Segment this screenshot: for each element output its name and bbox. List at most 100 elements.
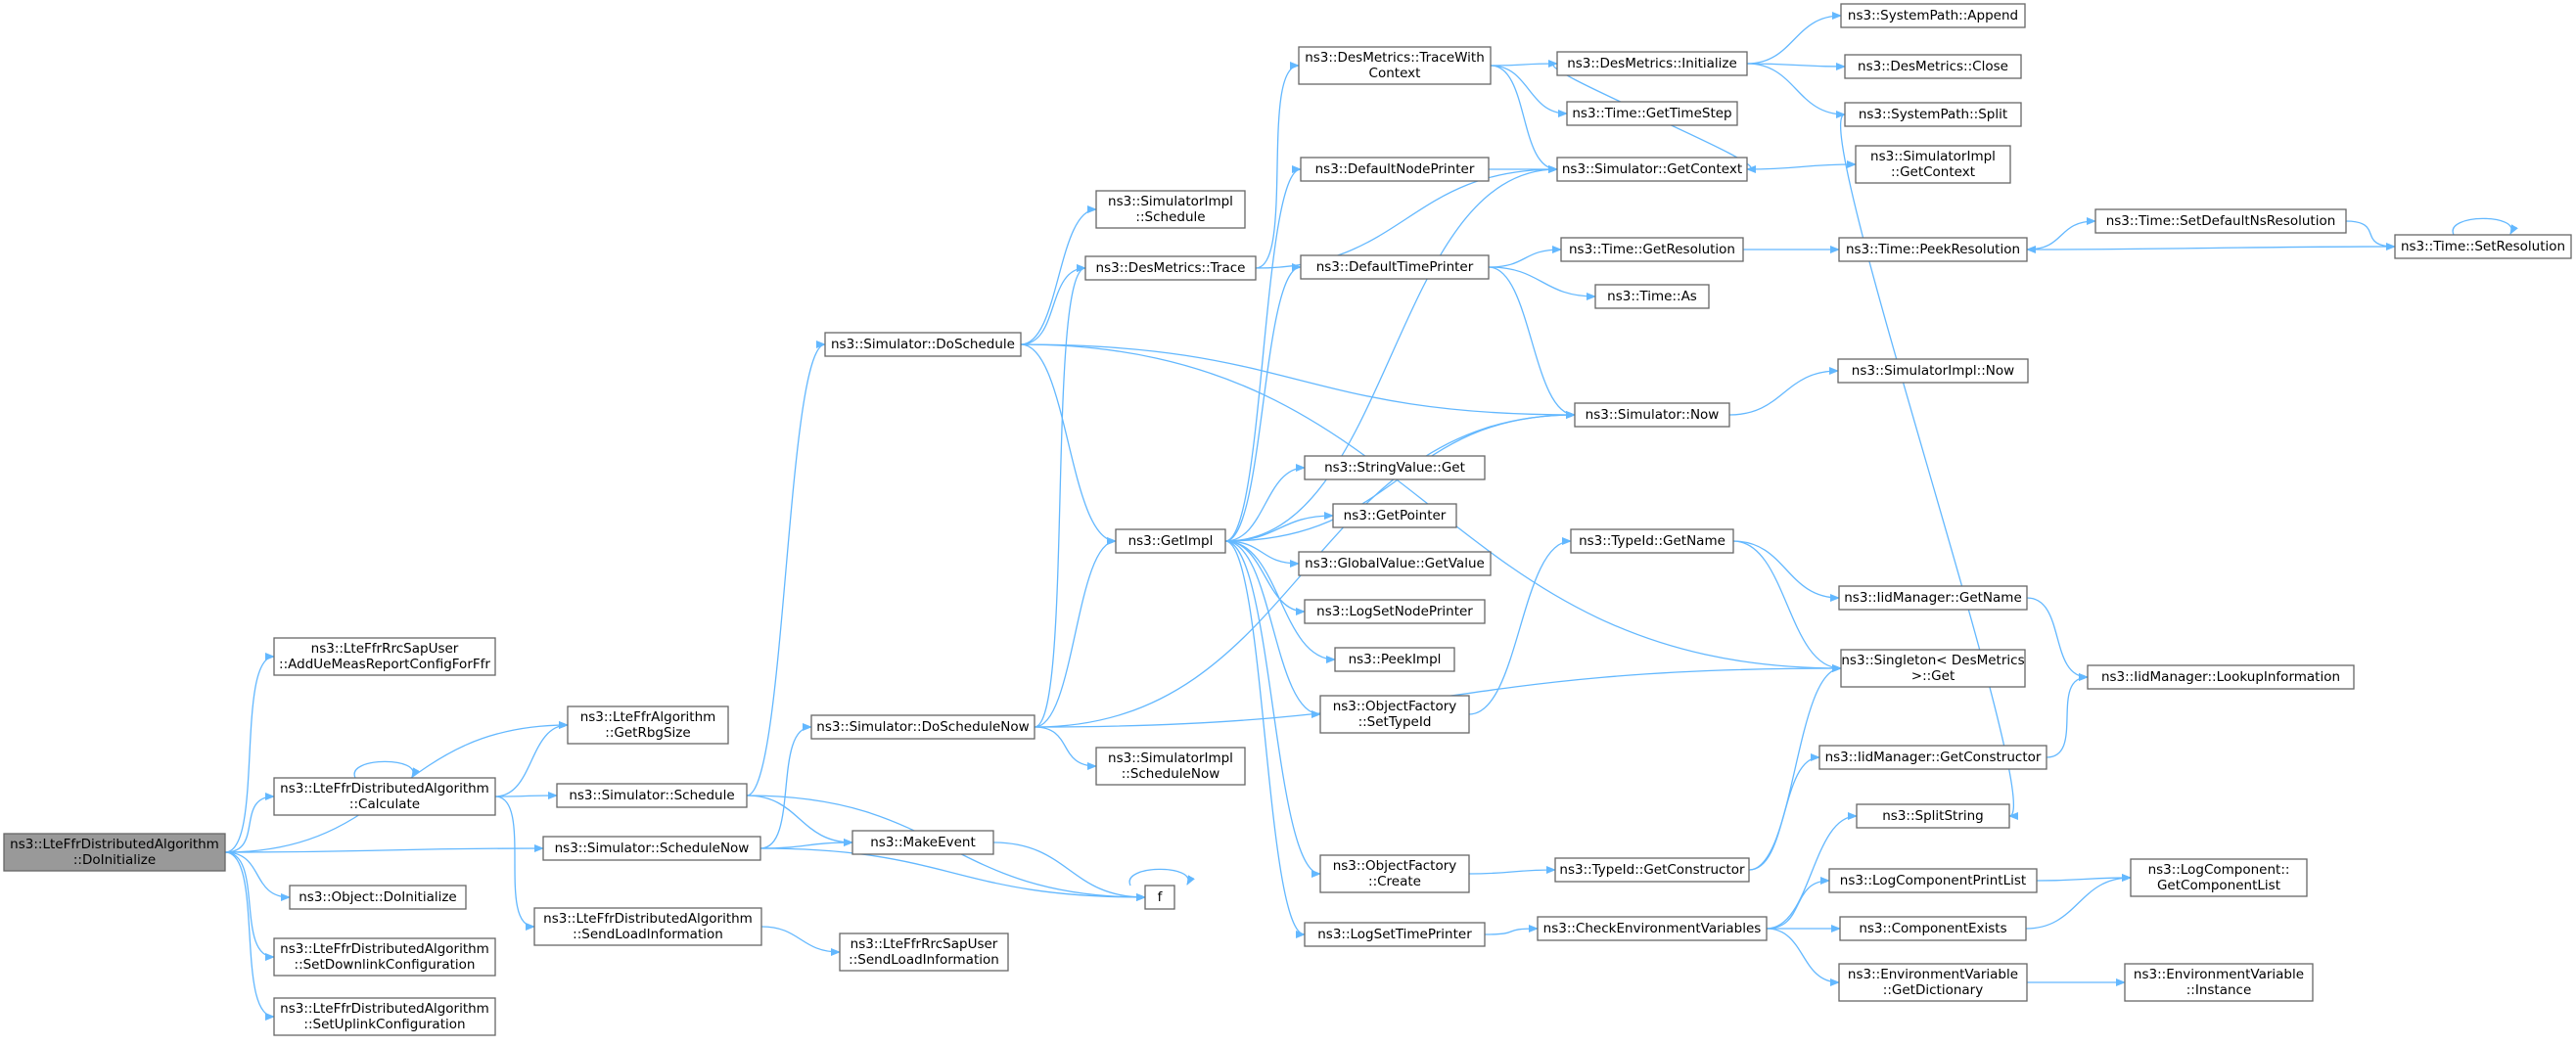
call-edge [1255, 62, 1300, 269]
node-sp-split[interactable]: ns3::SystemPath::Split [1844, 102, 2022, 127]
node-tid-get-ctor[interactable]: ns3::TypeId::GetConstructor [1554, 857, 1750, 883]
node-iid-get-ctor[interactable]: ns3::IidManager::GetConstructor [1818, 745, 2047, 770]
node-singleton[interactable]: ns3::Singleton< DesMetrics >::Get [1840, 649, 2026, 688]
node-get-time-step[interactable]: ns3::Time::GetTimeStep [1566, 101, 1738, 126]
node-env-instance[interactable]: ns3::EnvironmentVariable::Instance [2124, 963, 2314, 1002]
node-sim-get-ctx[interactable]: ns3::Simulator::GetContext [1556, 157, 1748, 182]
node-impl-sched-now[interactable]: ns3::SimulatorImpl::ScheduleNow [1095, 747, 1246, 786]
node-des-init[interactable]: ns3::DesMetrics::Initialize [1556, 51, 1748, 76]
node-sim-sched[interactable]: ns3::Simulator::Schedule [556, 783, 748, 808]
node-box [1095, 190, 1246, 229]
node-obj-init[interactable]: ns3::Object::DoInitialize [289, 885, 467, 910]
edge-set-res-to-peek-res [2026, 245, 2396, 253]
node-box [1560, 237, 1744, 262]
node-peek-impl[interactable]: ns3::PeekImpl [1334, 647, 1455, 672]
edge-comp-exists-to-log-comp-list [2025, 874, 2132, 930]
node-f[interactable]: f [1144, 885, 1175, 910]
node-label: ns3::IidManager::GetConstructor [1825, 750, 2042, 765]
node-des-close[interactable]: ns3::DesMetrics::Close [1844, 54, 2022, 79]
call-edge [1766, 877, 1830, 930]
node-box [1844, 54, 2022, 79]
node-env-get-dict[interactable]: ns3::EnvironmentVariable::GetDictionary [1838, 963, 2028, 1002]
node-gv-get[interactable]: ns3::GlobalValue::GetValue [1298, 551, 1492, 576]
call-edge [2046, 673, 2089, 758]
node-tid-get-name[interactable]: ns3::TypeId::GetName [1570, 528, 1734, 554]
node-comp-exists[interactable]: ns3::ComponentExists [1839, 916, 2027, 941]
call-edge [1468, 537, 1572, 715]
edge-sim-sched-to-make-event [746, 795, 853, 846]
node-set-def-res[interactable]: ns3::Time::SetDefaultNsResolution [2094, 208, 2347, 234]
node-des-trace[interactable]: ns3::DesMetrics::Trace [1084, 255, 1257, 281]
node-label: ::SetDownlinkConfiguration [295, 957, 476, 973]
node-impl-get-ctx[interactable]: ns3::SimulatorImpl::GetContext [1855, 145, 2011, 184]
node-root[interactable]: ns3::LteFfrDistributedAlgorithm::DoIniti… [3, 833, 226, 872]
edge-des-trace-to-trace-ctx [1255, 62, 1300, 269]
edge-root-to-calc [224, 793, 275, 853]
edge-make-event-to-f [992, 841, 1146, 901]
node-get-rbg[interactable]: ns3::LteFfrAlgorithm::GetRbgSize [567, 705, 729, 745]
node-of-create[interactable]: ns3::ObjectFactory::Create [1319, 854, 1470, 893]
node-label: ns3::SystemPath::Split [1859, 107, 2007, 122]
node-do-sched-now[interactable]: ns3::Simulator::DoScheduleNow [810, 714, 1035, 740]
node-box [1838, 585, 2028, 611]
call-edge [1020, 343, 1576, 419]
node-log-comp-list[interactable]: ns3::LogComponent::GetComponentList [2130, 858, 2308, 897]
node-label: ns3::Object::DoInitialize [299, 889, 457, 905]
node-label: ns3::LteFfrDistributedAlgorithm [10, 837, 219, 852]
node-set-ul[interactable]: ns3::LteFfrDistributedAlgorithm::SetUpli… [273, 997, 496, 1036]
node-time-as[interactable]: ns3::Time::As [1594, 284, 1710, 309]
edge-sim-now-to-impl-now [1728, 367, 1839, 416]
node-label: ns3::IidManager::LookupInformation [2101, 669, 2340, 685]
node-set-dl[interactable]: ns3::LteFfrDistributedAlgorithm::SetDown… [273, 937, 496, 977]
node-box [1095, 747, 1246, 786]
node-log-node-pr[interactable]: ns3::LogSetNodePrinter [1304, 599, 1486, 624]
node-box [1115, 528, 1226, 554]
call-edge [1732, 540, 1842, 672]
node-get-ptr[interactable]: ns3::GetPointer [1332, 503, 1457, 528]
node-box [810, 714, 1035, 740]
call-edge [1020, 343, 1117, 545]
call-edge [2026, 245, 2396, 253]
node-box [2094, 208, 2347, 234]
node-impl-sched[interactable]: ns3::SimulatorImpl::Schedule [1095, 190, 1246, 229]
node-check-env[interactable]: ns3::CheckEnvironmentVariables [1537, 916, 1768, 941]
node-box [1304, 922, 1486, 947]
node-label: ns3::Time::SetDefaultNsResolution [2106, 213, 2336, 229]
call-edge [224, 653, 275, 853]
node-do-sched[interactable]: ns3::Simulator::DoSchedule [824, 332, 1022, 357]
node-log-comp-print[interactable]: ns3::LogComponentPrintList [1828, 868, 2038, 893]
node-def-node-pr[interactable]: ns3::DefaultNodePrinter [1300, 157, 1490, 182]
node-iid-lookup[interactable]: ns3::IidManager::LookupInformation [2087, 664, 2355, 690]
node-make-event[interactable]: ns3::MakeEvent [851, 830, 994, 855]
node-set-res[interactable]: ns3::Time::SetResolution [2394, 234, 2572, 259]
node-impl-now[interactable]: ns3::SimulatorImpl::Now [1837, 358, 2029, 384]
node-log-time-pr[interactable]: ns3::LogSetTimePrinter [1304, 922, 1486, 947]
node-send-load[interactable]: ns3::LteFfrDistributedAlgorithm::SendLoa… [533, 907, 762, 946]
node-def-time-pr[interactable]: ns3::DefaultTimePrinter [1300, 254, 1490, 280]
node-iid-get-name[interactable]: ns3::IidManager::GetName [1838, 585, 2028, 611]
call-edge [1732, 540, 1840, 602]
node-rrc-send-load[interactable]: ns3::LteFfrRrcSapUser::SendLoadInformati… [839, 932, 1009, 972]
node-label: ns3::LteFfrDistributedAlgorithm [543, 911, 753, 927]
call-edge [759, 839, 853, 849]
call-edge [2025, 874, 2132, 930]
call-edge [1034, 726, 1097, 770]
node-label: ns3::Simulator::ScheduleNow [555, 841, 750, 856]
node-sim-now[interactable]: ns3::Simulator::Now [1574, 402, 1730, 428]
node-get-res[interactable]: ns3::Time::GetResolution [1560, 237, 1744, 262]
node-of-set-type[interactable]: ns3::ObjectFactory::SetTypeId [1319, 695, 1470, 734]
node-label: ::AddUeMeasReportConfigForFfr [279, 657, 490, 672]
node-sim-sched-now[interactable]: ns3::Simulator::ScheduleNow [542, 836, 761, 861]
node-calc[interactable]: ns3::LteFfrDistributedAlgorithm::Calcula… [273, 777, 496, 816]
node-str-get[interactable]: ns3::StringValue::Get [1304, 455, 1486, 480]
call-edge [1468, 866, 1556, 875]
node-peek-res[interactable]: ns3::Time::PeekResolution [1838, 237, 2028, 262]
node-label: ns3::EnvironmentVariable [2134, 967, 2304, 982]
node-label: ns3::DefaultTimePrinter [1316, 259, 1474, 275]
node-split-string[interactable]: ns3::SplitString [1856, 803, 2010, 829]
node-add-ue[interactable]: ns3::LteFfrRrcSapUser::AddUeMeasReportCo… [273, 637, 496, 676]
node-sp-append[interactable]: ns3::SystemPath::Append [1840, 3, 2026, 28]
node-get-impl[interactable]: ns3::GetImpl [1115, 528, 1226, 554]
